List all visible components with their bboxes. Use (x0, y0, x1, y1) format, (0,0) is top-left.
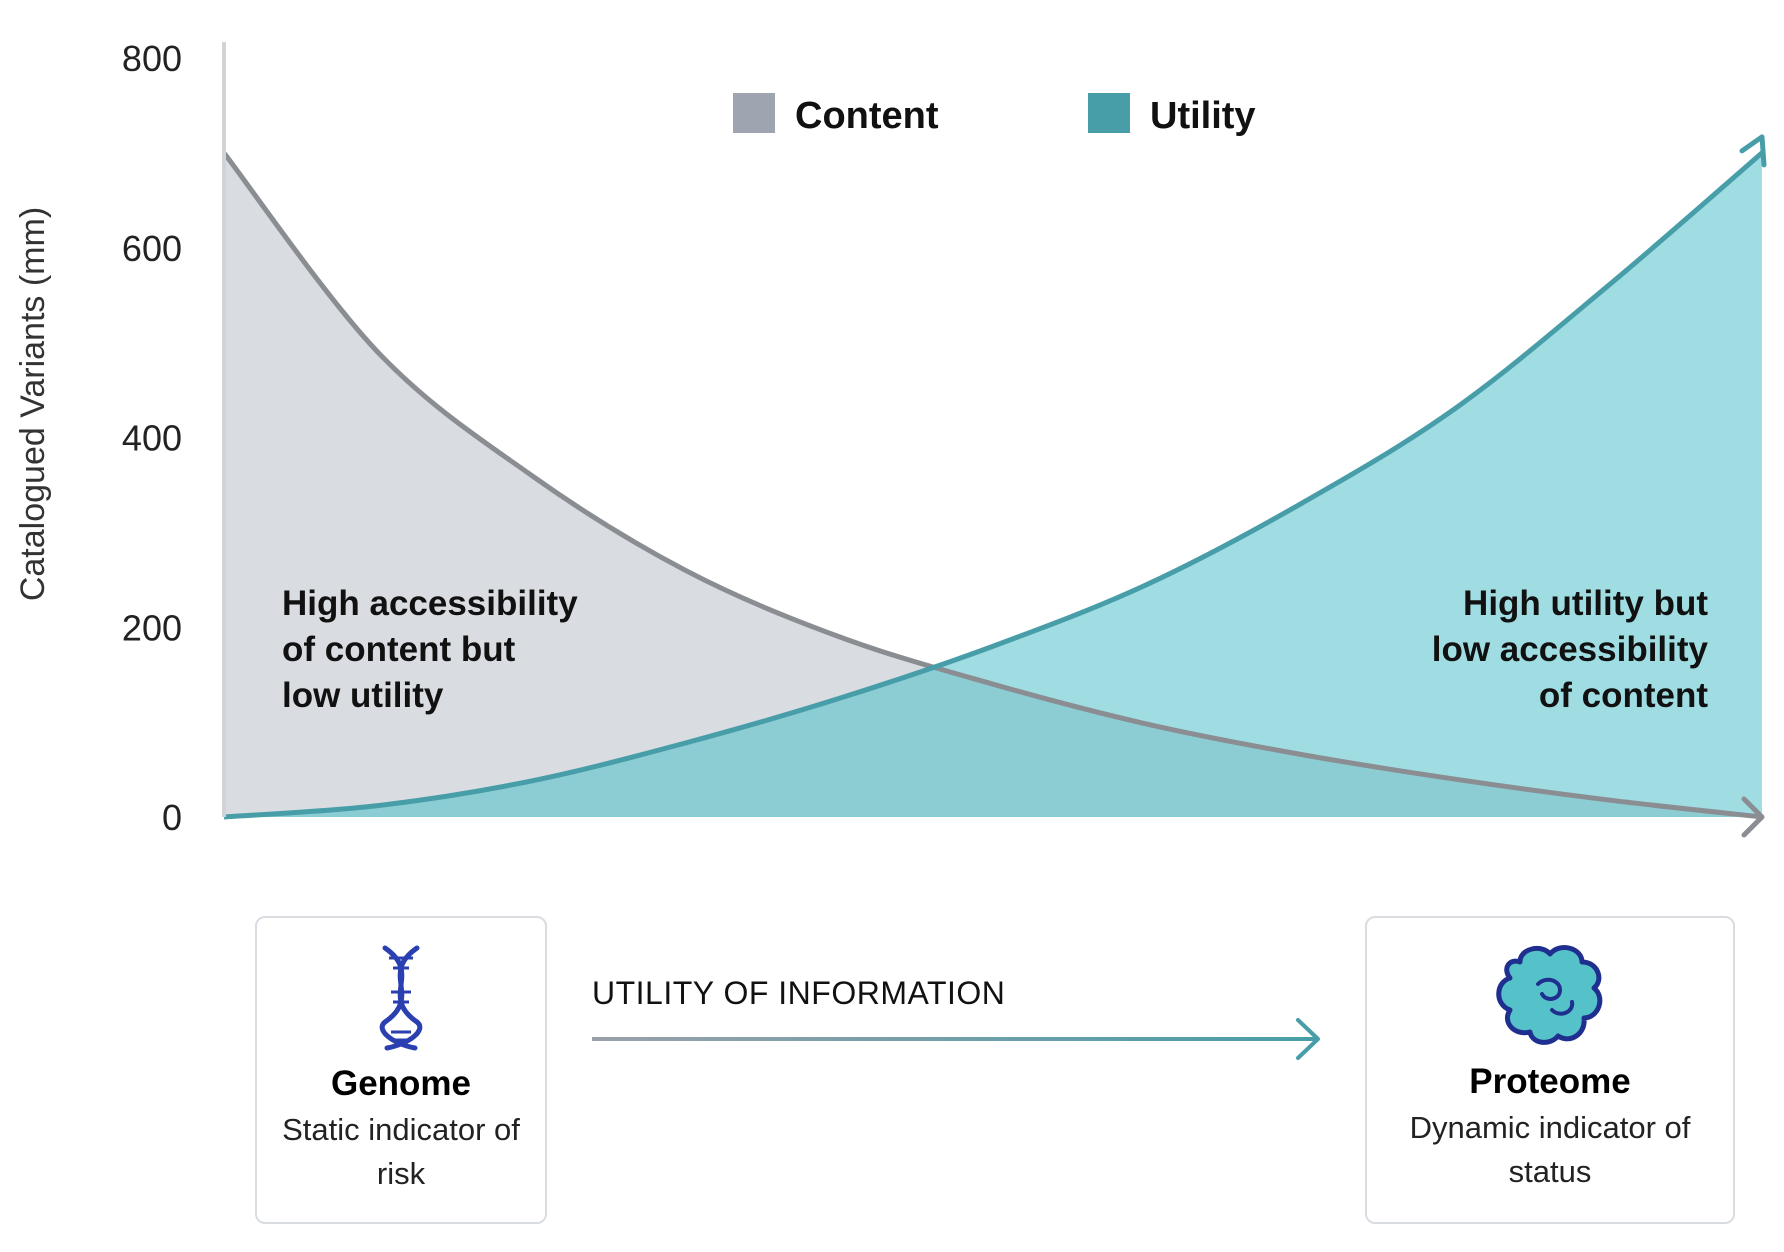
annotation-left-line-1: High accessibility (282, 584, 578, 623)
chart-areas (222, 150, 1764, 820)
proteome-title: Proteome (1469, 1062, 1631, 1101)
y-axis-label: Catalogued Variants (mm) (14, 207, 52, 601)
chart: 0 200 400 600 800 Catalogued Variants (mm) C… (14, 38, 1767, 838)
chart-axes (222, 42, 1767, 838)
area-utility (224, 152, 1762, 817)
legend-swatch-content (733, 93, 775, 133)
annotation-left-line-3: low utility (282, 676, 444, 715)
annotation-right-line-1: High utility but (1463, 584, 1708, 623)
y-axis-ticks: 0 200 400 600 800 (122, 38, 182, 838)
legend: Content Utility (733, 93, 1256, 137)
annotation-left-line-2: of content but (282, 630, 516, 669)
line-utility (223, 150, 1764, 820)
flow-label: UTILITY OF INFORMATION (592, 975, 1006, 1011)
proteome-description: Dynamic indicator of status (1409, 1110, 1691, 1189)
area-content (224, 152, 1762, 817)
legend-label-content: Content (795, 95, 939, 137)
genome-card: Genome Static indicator of risk (255, 916, 547, 1224)
y-tick-label: 600 (122, 228, 182, 269)
protein-icon (1496, 945, 1603, 1045)
genome-description: Static indicator of risk (282, 1112, 520, 1191)
annotation-left: High accessibility of content but low ut… (282, 584, 578, 715)
proteome-card: Proteome Dynamic indicator of status (1365, 916, 1735, 1224)
annotation-right: High utility but low accessibility of co… (1432, 584, 1709, 715)
legend-label-utility: Utility (1150, 95, 1256, 137)
legend-swatch-utility (1088, 93, 1130, 133)
content-arrowhead (1741, 796, 1765, 838)
utility-arrowhead (1739, 134, 1767, 168)
annotation-right-line-2: low accessibility (1432, 630, 1709, 669)
y-tick-label: 800 (122, 38, 182, 79)
flow-arrow-head (1296, 1018, 1320, 1060)
dna-icon (379, 945, 423, 1051)
line-content (222, 151, 1763, 820)
genome-title: Genome (330, 1064, 472, 1103)
annotation-right-line-3: of content (1539, 676, 1708, 715)
y-tick-label: 200 (122, 607, 182, 648)
y-tick-label: 400 (122, 418, 182, 459)
y-tick-label: 0 (162, 797, 182, 838)
